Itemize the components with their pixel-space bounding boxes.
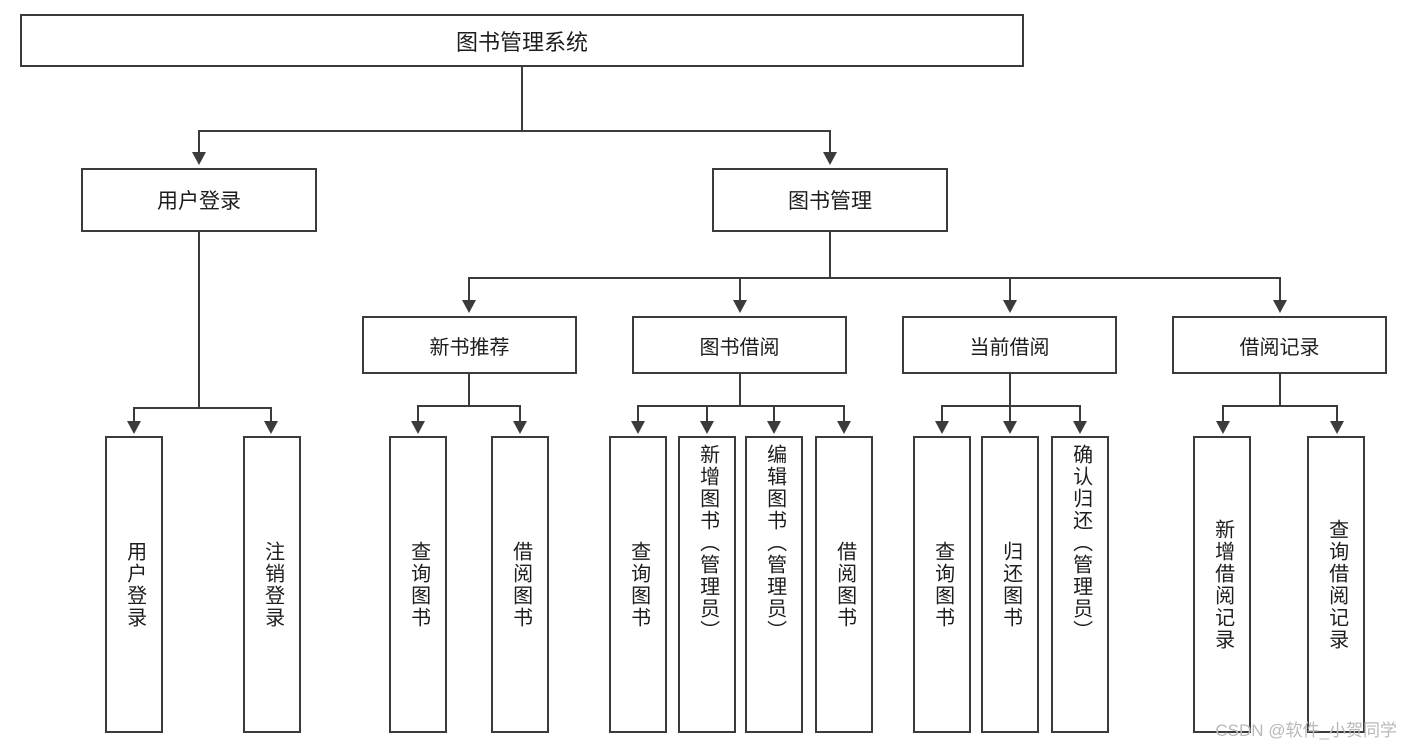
connector-current-borrow-stem [1009,374,1011,407]
arrow-book-manage-to-current-borrow [1003,300,1017,313]
leaf-new-book-borrow-books[interactable]: 借阅图书 [491,436,549,733]
arrow-current-borrow-to-leaf-3 [1073,421,1087,434]
connector-user-login-bus [133,407,271,409]
connector-book-borrow-to-leaf-4 [843,405,845,423]
connector-book-manage-to-current-borrow [1009,277,1011,302]
node-label: 图书管理 [788,190,872,213]
connector-current-borrow-to-leaf-1 [941,405,943,423]
connector-root-stem [521,67,523,131]
arrow-book-borrow-to-leaf-3 [767,421,781,434]
connector-current-borrow-to-leaf-2 [1009,405,1011,423]
arrow-root-to-book-manage [823,152,837,165]
arrow-book-borrow-to-leaf-4 [837,421,851,434]
leaf-book-borrow-add-book-admin[interactable]: 新增图书（管理员） [678,436,736,733]
connector-root-to-book-manage [829,130,831,155]
leaf-label: 查询借阅记录 [1325,518,1348,651]
connector-borrow-record-to-leaf-2 [1336,405,1338,423]
leaf-current-borrow-query-books[interactable]: 查询图书 [913,436,971,733]
arrow-user-login-to-leaf-2 [264,421,278,434]
leaf-borrow-record-query-record[interactable]: 查询借阅记录 [1307,436,1365,733]
node-label: 图书管理系统 [455,29,588,55]
arrow-book-borrow-to-leaf-2 [700,421,714,434]
connector-book-manage-stem [829,232,831,278]
connector-root-bus [198,130,830,132]
connector-current-borrow-to-leaf-3 [1079,405,1081,423]
node-label: 用户登录 [157,190,241,213]
connector-book-manage-bus [468,277,1280,279]
leaf-current-borrow-confirm-return-admin[interactable]: 确认归还（管理员） [1051,436,1109,733]
connector-user-login-to-leaf-2 [270,407,272,423]
node-label: 借阅记录 [1239,336,1320,359]
connector-book-manage-to-book-borrow [739,277,741,302]
leaf-book-borrow-query-books[interactable]: 查询图书 [609,436,667,733]
leaf-new-book-query-books[interactable]: 查询图书 [389,436,447,733]
arrow-current-borrow-to-leaf-2 [1003,421,1017,434]
arrow-book-manage-to-new-book [462,300,476,313]
node-book-borrowing[interactable]: 图书借阅 [632,316,847,374]
connector-book-borrow-bus [637,405,845,407]
connector-book-borrow-to-leaf-2 [706,405,708,423]
connector-new-book-stem [468,374,470,407]
leaf-label: 新增借阅记录 [1211,518,1234,651]
connector-user-login-to-leaf-1 [133,407,135,423]
leaf-label: 借阅图书 [833,540,856,629]
connector-root-to-user-login [198,130,200,155]
leaf-label: 编辑图书（管理员） [763,444,786,642]
arrow-book-manage-to-borrow-record [1273,300,1287,313]
leaf-label: 归还图书 [999,540,1022,629]
arrow-root-to-user-login [192,152,206,165]
node-book-management[interactable]: 图书管理 [712,168,948,232]
node-label: 图书借阅 [699,336,780,359]
connector-borrow-record-bus [1222,405,1337,407]
leaf-label: 查询图书 [407,540,430,629]
connector-new-book-bus [417,405,520,407]
leaf-borrow-record-add-record[interactable]: 新增借阅记录 [1193,436,1251,733]
connector-book-borrow-to-leaf-1 [637,405,639,423]
node-current-borrowing[interactable]: 当前借阅 [902,316,1117,374]
arrow-borrow-record-to-leaf-1 [1216,421,1230,434]
leaf-label: 新增图书（管理员） [696,444,719,642]
arrow-book-manage-to-book-borrow [733,300,747,313]
arrow-user-login-to-leaf-1 [127,421,141,434]
arrow-borrow-record-to-leaf-2 [1330,421,1344,434]
leaf-label: 查询图书 [627,540,650,629]
connector-book-borrow-stem [739,374,741,407]
connector-new-book-to-leaf-1 [417,405,419,423]
leaf-book-borrow-borrow-books[interactable]: 借阅图书 [815,436,873,733]
node-root-book-management-system[interactable]: 图书管理系统 [20,14,1024,67]
connector-borrow-record-stem [1279,374,1281,407]
arrow-new-book-to-leaf-2 [513,421,527,434]
arrow-new-book-to-leaf-1 [411,421,425,434]
connector-current-borrow-bus [941,405,1081,407]
connector-book-borrow-to-leaf-3 [773,405,775,423]
node-new-book-recommendation[interactable]: 新书推荐 [362,316,577,374]
leaf-user-login[interactable]: 用户登录 [105,436,163,733]
node-user-login[interactable]: 用户登录 [81,168,317,232]
leaf-book-borrow-edit-book-admin[interactable]: 编辑图书（管理员） [745,436,803,733]
arrow-book-borrow-to-leaf-1 [631,421,645,434]
leaf-current-borrow-return-books[interactable]: 归还图书 [981,436,1039,733]
leaf-label: 确认归还（管理员） [1069,444,1092,642]
connector-book-manage-to-new-book [468,277,470,302]
leaf-label: 用户登录 [123,540,146,629]
node-label: 当前借阅 [969,336,1050,359]
leaf-logout[interactable]: 注销登录 [243,436,301,733]
arrow-current-borrow-to-leaf-1 [935,421,949,434]
node-label: 新书推荐 [429,336,510,359]
connector-book-manage-to-borrow-record [1279,277,1281,302]
connector-borrow-record-to-leaf-1 [1222,405,1224,423]
connector-new-book-to-leaf-2 [519,405,521,423]
node-borrow-records[interactable]: 借阅记录 [1172,316,1387,374]
leaf-label: 借阅图书 [509,540,532,629]
leaf-label: 查询图书 [931,540,954,629]
connector-user-login-stem [198,232,200,409]
leaf-label: 注销登录 [261,540,284,629]
